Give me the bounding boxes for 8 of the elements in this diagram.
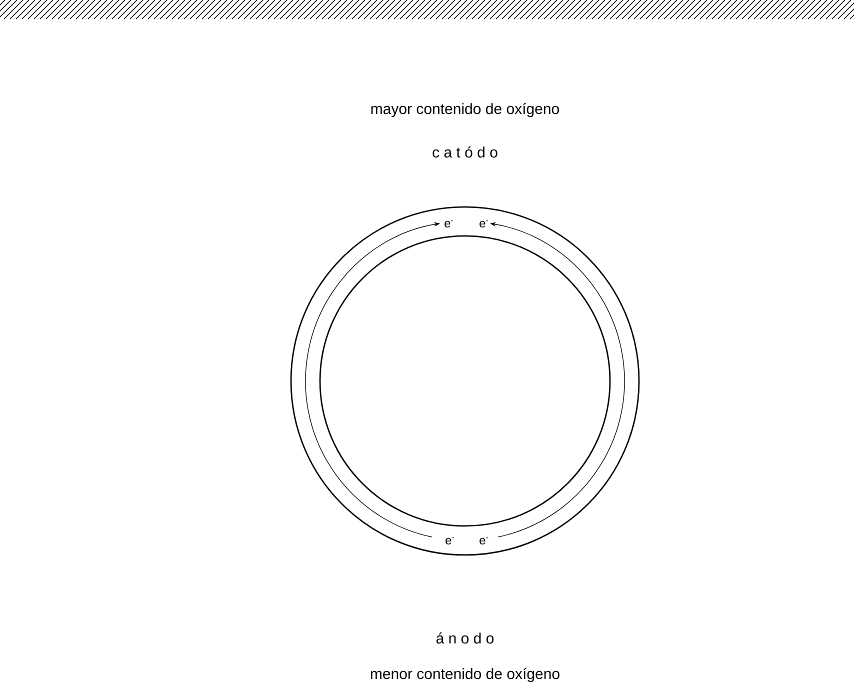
electron-label: e$^{-}$ (444, 220, 454, 228)
electron-label: e$^{-}$ (446, 538, 454, 544)
electron-label: e$^{-}$ (480, 220, 488, 228)
text-label: á n o d o (436, 632, 494, 644)
text-label: menor contenido de oxígeno (370, 668, 560, 682)
text-label: c a t ó d o (432, 146, 498, 158)
electron-label: e$^{-}$ (480, 538, 488, 544)
text-label: mayor contenido de oxígeno (371, 102, 559, 118)
